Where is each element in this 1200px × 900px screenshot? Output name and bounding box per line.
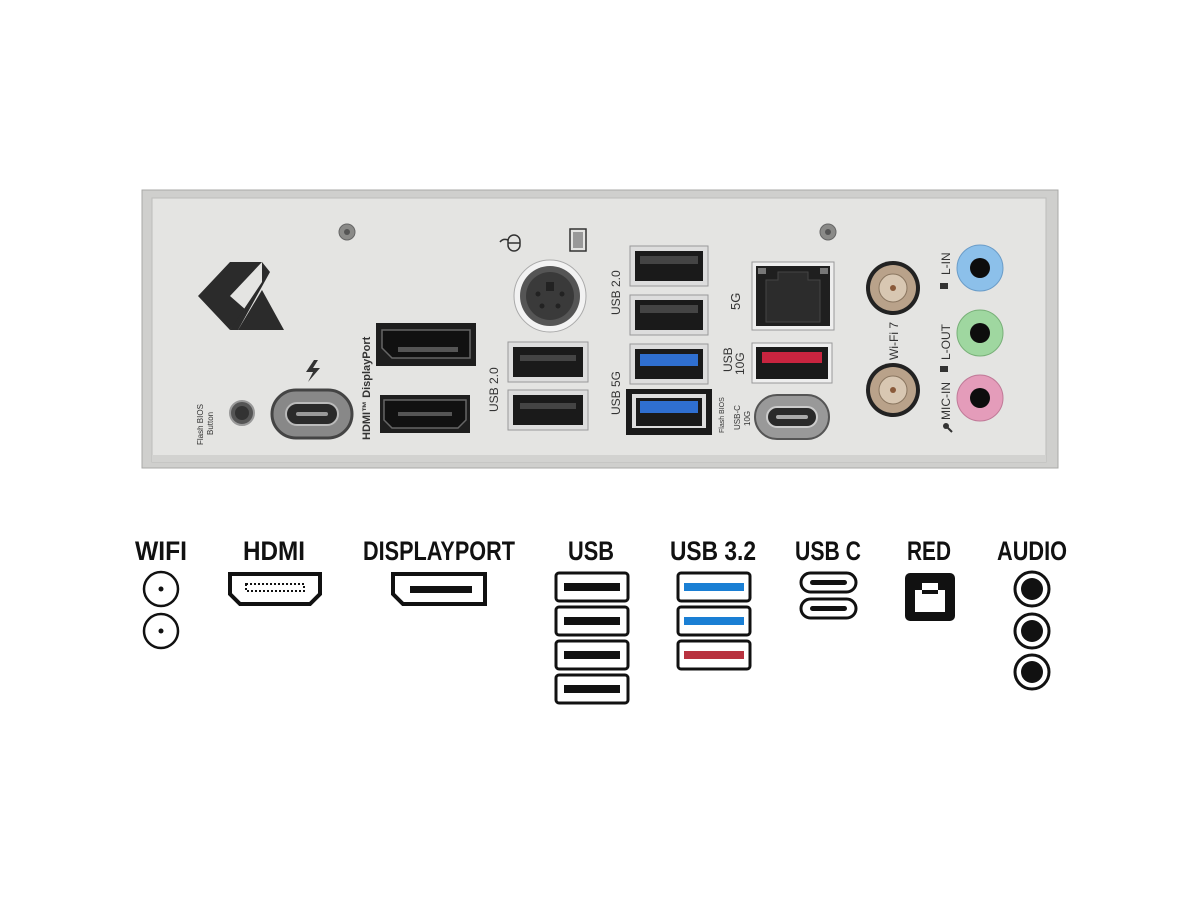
speaker-icon bbox=[940, 366, 948, 372]
displayport-port[interactable] bbox=[376, 323, 476, 366]
usb5g-label: USB 5G bbox=[609, 371, 623, 415]
usbc10g-label-2: 10G bbox=[743, 411, 752, 426]
legend-heading-usb: USB bbox=[568, 536, 614, 566]
antenna-connector-icon bbox=[142, 612, 180, 650]
legend-heading-displayport: DISPLAYPORT bbox=[363, 536, 515, 566]
usb-a-icon bbox=[554, 605, 630, 637]
usb-2-port[interactable] bbox=[507, 341, 589, 383]
io-shield: Flash BIOS Button HDMI™ DisplayPort bbox=[141, 189, 1059, 469]
usb-10g-port[interactable] bbox=[751, 342, 833, 384]
brand-logo bbox=[198, 262, 284, 330]
screw-icon bbox=[819, 223, 837, 241]
legend-heading-wifi: WIFI bbox=[135, 536, 187, 566]
mouse-icon bbox=[499, 234, 521, 252]
mic-in-label: MIC-IN bbox=[939, 382, 953, 420]
usb-2-port[interactable] bbox=[629, 294, 709, 336]
usb-5g-flash-bios-port[interactable] bbox=[626, 389, 712, 435]
screw-icon bbox=[338, 223, 356, 241]
usb-5g-port[interactable] bbox=[629, 343, 709, 385]
line-out-label: L-OUT bbox=[939, 323, 953, 360]
flash-bios-label-2: Button bbox=[206, 412, 215, 435]
mic-in-jack[interactable] bbox=[956, 374, 1004, 422]
usb-2-port[interactable] bbox=[629, 245, 709, 287]
usb10g-label-2: 10G bbox=[733, 352, 747, 375]
audio-jack-icon bbox=[1013, 612, 1051, 650]
flash-bios-button[interactable] bbox=[229, 400, 255, 426]
displayport-icon bbox=[391, 572, 487, 606]
usb-a-blue-icon bbox=[676, 605, 752, 637]
ethernet-port[interactable] bbox=[751, 261, 835, 331]
wifi-antenna-connector[interactable] bbox=[866, 261, 920, 315]
usb-a-icon bbox=[554, 639, 630, 671]
usb10g-label: USB bbox=[721, 347, 735, 372]
lan-5g-label: 5G bbox=[728, 293, 743, 310]
thunderbolt-icon bbox=[306, 360, 320, 382]
usb-a-blue-icon bbox=[676, 571, 752, 603]
port-legend: WIFI HDMI DISPLAYPORT USB USB 3.2 USB C … bbox=[135, 536, 1067, 705]
usbc10g-label: USB-C bbox=[733, 405, 742, 430]
shield-bottom-lip bbox=[152, 455, 1046, 462]
flash-bios-small-label: Flash BIOS bbox=[719, 397, 726, 433]
ps2-port[interactable] bbox=[513, 259, 587, 333]
usb-c-icon bbox=[799, 571, 858, 594]
wifi-antenna-connector[interactable] bbox=[866, 363, 920, 417]
thunderbolt-usb-c-port[interactable] bbox=[270, 388, 354, 440]
usb-a-red-icon bbox=[676, 639, 752, 671]
legend-heading-usbc: USB C bbox=[795, 536, 861, 566]
hdmi-displayport-label: HDMI™ DisplayPort bbox=[361, 336, 373, 440]
usb-2-port[interactable] bbox=[507, 389, 589, 431]
usb-a-icon bbox=[554, 571, 630, 603]
usb-c-icon bbox=[799, 597, 858, 620]
audio-jack-icon bbox=[1013, 570, 1051, 608]
legend-heading-audio: AUDIO bbox=[997, 536, 1067, 566]
legend-heading-red: RED bbox=[907, 536, 951, 566]
audio-jack-icon bbox=[1013, 653, 1051, 691]
hdmi-port-icon bbox=[228, 572, 322, 606]
usb-c-10g-port[interactable] bbox=[754, 394, 830, 440]
line-out-jack[interactable] bbox=[956, 309, 1004, 357]
usb20-right-label: USB 2.0 bbox=[609, 270, 623, 315]
antenna-connector-icon bbox=[142, 570, 180, 608]
hdmi-port[interactable] bbox=[380, 395, 470, 433]
microphone-icon bbox=[943, 423, 953, 433]
flash-bios-label: Flash BIOS bbox=[196, 404, 205, 445]
speaker-icon bbox=[940, 283, 948, 289]
wifi7-label: Wi-Fi 7 bbox=[887, 322, 901, 360]
keyboard-icon bbox=[569, 228, 587, 252]
legend-heading-usb32: USB 3.2 bbox=[670, 536, 756, 566]
legend-heading-hdmi: HDMI bbox=[243, 536, 305, 566]
ethernet-port-icon bbox=[905, 573, 955, 621]
line-in-label: L-IN bbox=[939, 252, 953, 275]
line-in-jack[interactable] bbox=[956, 244, 1004, 292]
usb-a-icon bbox=[554, 673, 630, 705]
usb20-left-label: USB 2.0 bbox=[487, 367, 501, 412]
